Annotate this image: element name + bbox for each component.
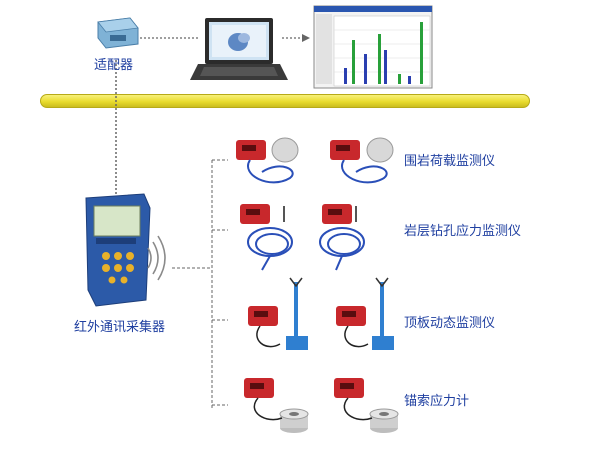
roof-dynamic-monitor-2 [336,277,394,350]
anchor-stress-gauge-2 [334,378,399,433]
anchor-stress-label: 锚索应力计 [404,394,470,409]
borehole-stress-monitor-2 [319,204,365,271]
roof-dynamic-label: 顶板动态监测仪 [404,316,496,331]
anchor-stress-gauge-1 [244,378,309,433]
borehole-stress-label: 岩层钻孔应力监测仪 [404,224,522,239]
software-chart-window-icon [313,5,433,89]
adapter-label: 适配器 [94,58,134,73]
communication-bus-bar [40,94,530,108]
arrow-right-icon [302,34,310,42]
infrared-signal-icon [147,235,166,281]
rock-load-monitor-1 [236,137,299,184]
rock-load-label: 围岩荷载监测仪 [404,154,496,169]
rock-load-monitor-2 [330,137,394,184]
handheld-collector-icon [85,193,151,307]
collector-label: 红外通讯采集器 [74,320,166,335]
adapter-device-icon [97,17,139,49]
laptop-icon [190,18,288,80]
borehole-stress-monitor-1 [240,204,293,271]
roof-dynamic-monitor-1 [248,277,308,350]
